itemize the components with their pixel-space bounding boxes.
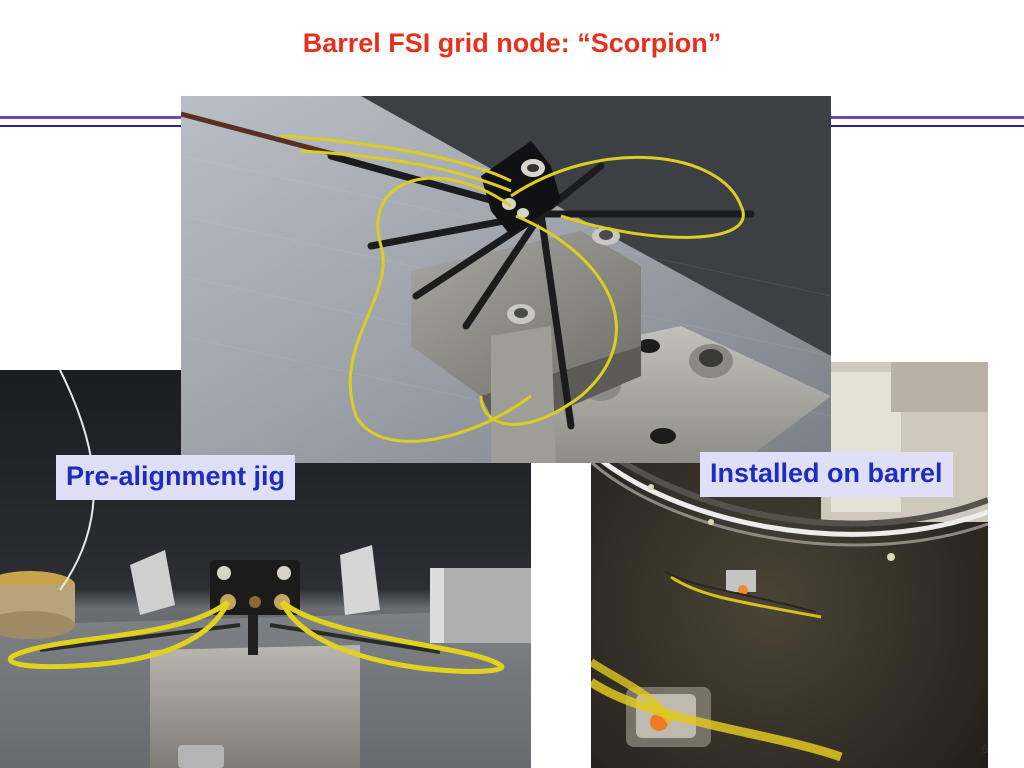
slide-title: Barrel FSI grid node: “Scorpion” (302, 28, 722, 58)
photo-scorpion-node (181, 96, 831, 463)
page-number: 6 (981, 742, 988, 756)
photo-pre-alignment-jig (0, 370, 531, 768)
caption-pre-alignment-jig: Pre-alignment jig (56, 455, 296, 500)
caption-installed-on-barrel: Installed on barrel (700, 452, 953, 497)
